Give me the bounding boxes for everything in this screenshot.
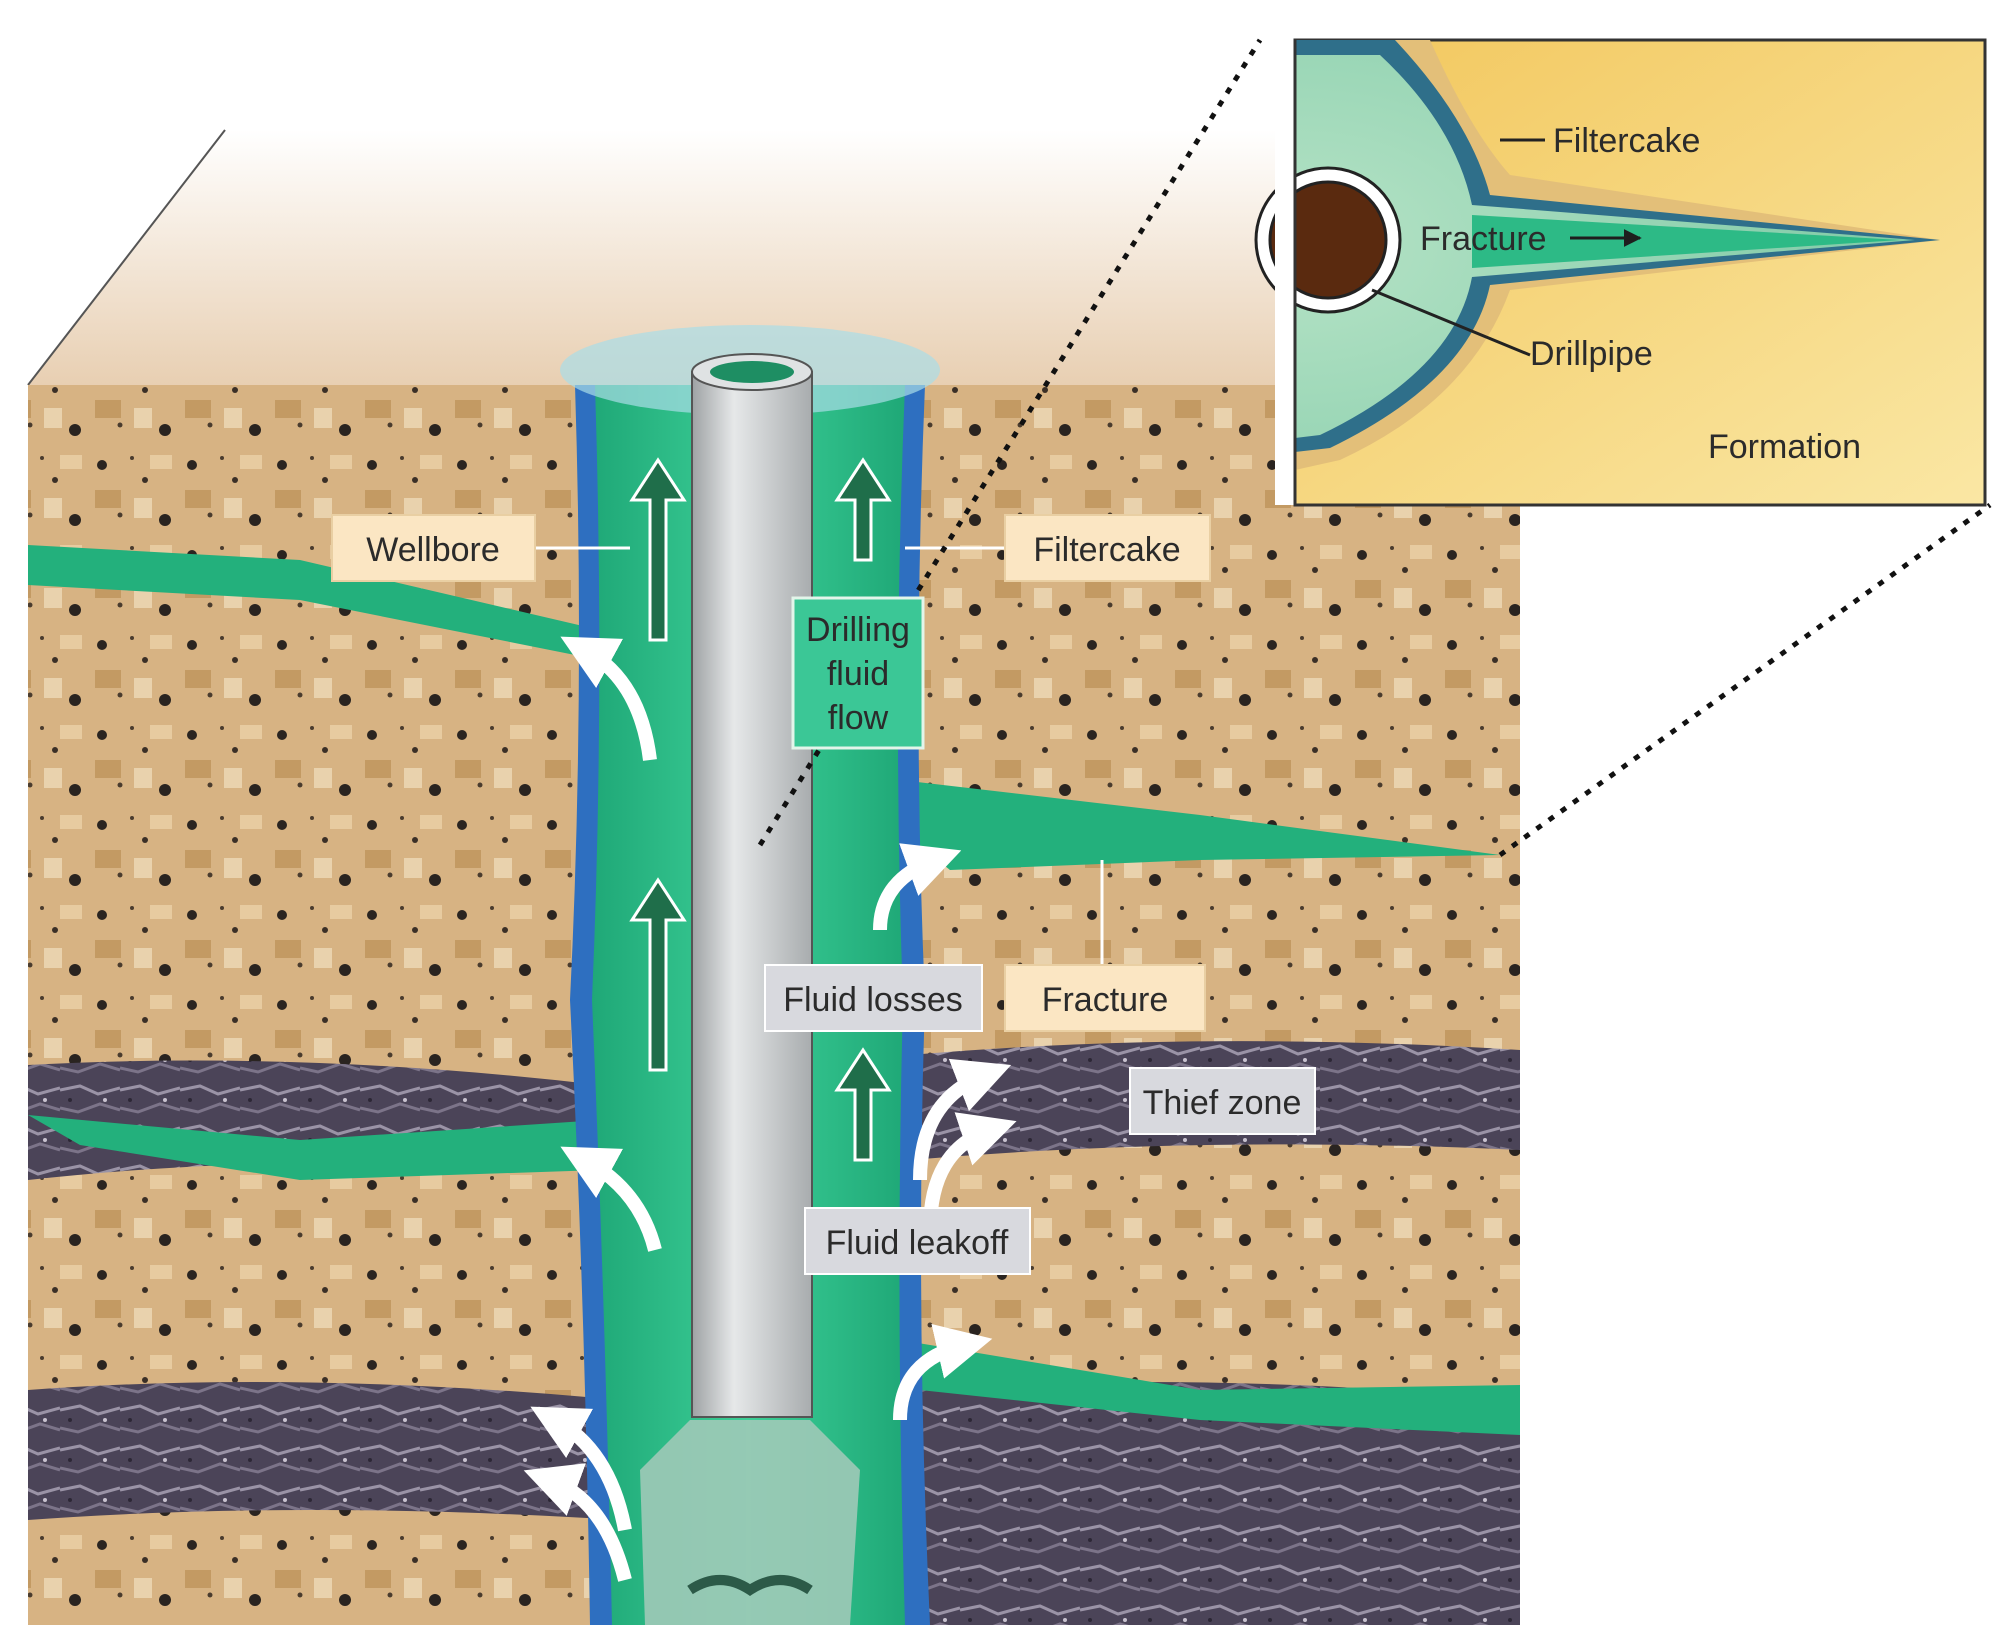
- label-filtercake: Filtercake: [1004, 514, 1211, 582]
- loss-arrow: [560, 1146, 662, 1252]
- inset-label-drillpipe: Drillpipe: [1530, 335, 1653, 373]
- flow-arrows: [629, 457, 892, 1162]
- loss-arrow: [873, 843, 962, 931]
- loss-arrow: [893, 1324, 993, 1421]
- drillpipe-bore: [710, 361, 794, 383]
- label-wellbore: Wellbore: [331, 514, 536, 582]
- zoom-lines: [757, 38, 1992, 858]
- loss-arrow: [530, 1406, 632, 1532]
- label-filtercake-box: [1004, 514, 1211, 582]
- label-fluid-losses-box: [764, 964, 983, 1032]
- label-fluid-losses-text: Fluid losses: [783, 981, 963, 1019]
- label-fracture-box: [1004, 964, 1206, 1032]
- inset-leader-drillpipe: [1371, 288, 1531, 357]
- fracture-mid-right: [900, 780, 1500, 870]
- label-wellbore-text: Wellbore: [366, 531, 500, 569]
- loss-arrows: [523, 636, 1017, 1582]
- loss-arrow: [523, 1463, 632, 1582]
- label-thief-zone-text: Thief zone: [1143, 1084, 1302, 1122]
- fracture-lower-right: [900, 1340, 1520, 1435]
- drillpipe: [691, 371, 813, 1418]
- label-fluid-leakoff-text: Fluid leakoff: [826, 1224, 1009, 1262]
- flow-arrow: [629, 877, 687, 1072]
- loss-arrow: [560, 636, 657, 761]
- label-drilling-fluid-flow-line2: fluid: [827, 655, 889, 693]
- label-drilling-fluid-flow-line1: Drilling: [806, 611, 910, 649]
- thief-zone-band-lower-right: [900, 1382, 1520, 1625]
- label-drilling-fluid-flow-box: [791, 596, 925, 750]
- label-wellbore-box: [331, 514, 536, 582]
- label-filtercake-text: Filtercake: [1033, 531, 1180, 569]
- inset-label-filtercake: Filtercake: [1553, 122, 1700, 160]
- inset-detail: Filtercake Fracture Drillpipe Formation: [1254, 38, 1987, 507]
- fracture-upper-left: [28, 545, 600, 660]
- label-thief-zone-box: [1129, 1067, 1316, 1135]
- flow-arrow: [834, 457, 892, 562]
- inset-fracture-fluid: [1472, 215, 1900, 268]
- label-fluid-leakoff-box: [804, 1207, 1031, 1275]
- block-top-surface: [28, 130, 1520, 385]
- block-top-edge: [27, 129, 226, 386]
- drill-bit-teeth: [687, 1575, 813, 1597]
- flow-arrow: [834, 1047, 892, 1162]
- label-fluid-leakoff: Fluid leakoff: [804, 1207, 1031, 1275]
- label-drilling-fluid-flow-line3: flow: [828, 699, 889, 737]
- inset-label-fracture: Fracture: [1420, 220, 1547, 258]
- zoom-line-bottom: [1498, 502, 1992, 858]
- label-fluid-losses: Fluid losses: [764, 964, 983, 1032]
- loss-arrow: [913, 1058, 1012, 1181]
- label-fracture-text: Fracture: [1042, 981, 1169, 1019]
- inset-drillpipe: [1268, 180, 1388, 300]
- drill-bit: [640, 1420, 860, 1625]
- label-drilling-fluid-flow: Drilling fluid flow: [791, 596, 925, 750]
- inset-label-formation: Formation: [1708, 428, 1861, 466]
- label-fracture: Fracture: [1004, 964, 1206, 1032]
- thief-zone-band-lower: [28, 1382, 620, 1520]
- fracture-lower-left: [28, 1115, 600, 1180]
- label-thief-zone: Thief zone: [1129, 1067, 1316, 1135]
- inset-left-mask: [1275, 40, 1295, 505]
- leader-lines: [535, 546, 1104, 965]
- flow-arrow: [629, 457, 687, 642]
